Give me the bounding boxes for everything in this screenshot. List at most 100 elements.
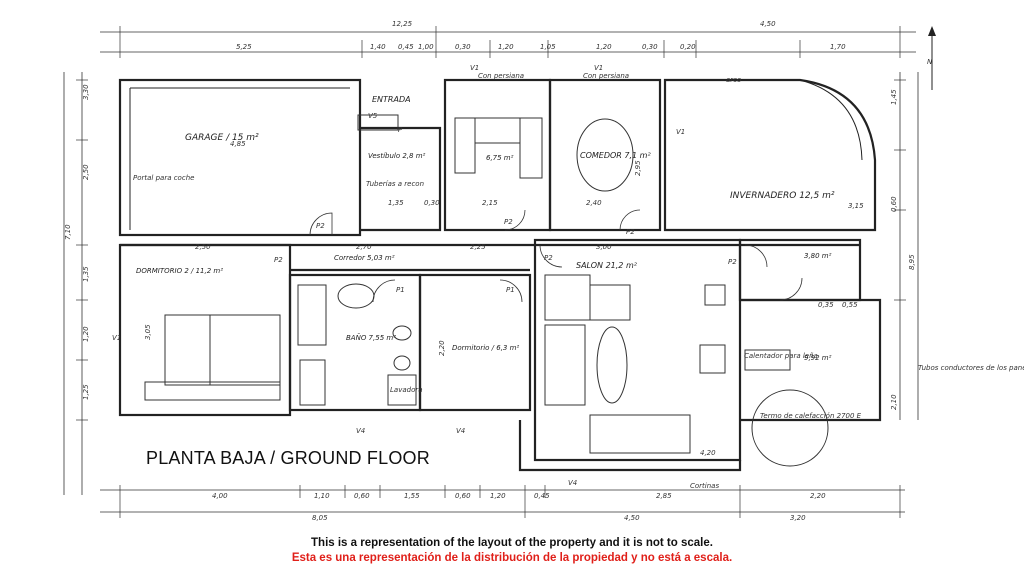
window-markers: V1 V1 V1 V4 V4 V4 V5 V1	[112, 64, 685, 487]
dim-label: 1,55	[404, 492, 420, 500]
dim-label: 1,20	[596, 43, 612, 51]
disclaimer-english: This is a representation of the layout o…	[311, 537, 713, 549]
fixture-labels: Con persiana Con persiana arco Portal pa…	[133, 72, 1024, 490]
dim-label: 4,50	[760, 20, 776, 28]
dim-label: 3,15	[848, 202, 864, 210]
dim-label: 4,00	[212, 492, 228, 500]
dims-bottom: 4,00 1,10 0,60 1,55 0,60 1,20 0,45 2,85 …	[212, 492, 826, 522]
disclaimer-spanish: Esta es una representación de la distrib…	[291, 552, 733, 564]
dim-label: 1,45	[890, 89, 898, 105]
window-label: V5	[368, 112, 378, 120]
dim-label: 0,55	[842, 301, 858, 309]
dim-label: 4,85	[230, 140, 246, 148]
door-label: P2	[728, 258, 737, 266]
dims-inner: 4,85 2,50 2,70 2,25 3,00 2,15 2,40 1,35 …	[144, 140, 864, 457]
dim-label: 3,20	[790, 514, 806, 522]
fixtures	[144, 114, 829, 467]
dim-label: 2,20	[438, 340, 446, 356]
dim-label: 0,45	[534, 492, 550, 500]
dim-label: 0,30	[424, 199, 440, 207]
dim-label: 1,20	[490, 492, 506, 500]
dim-label: 4,20	[700, 449, 716, 457]
dim-label: 1,05	[540, 43, 556, 51]
room-label-garage: GARAGE / 15 m²	[185, 133, 259, 143]
room-label-small-2: 9,92 m²	[804, 354, 832, 362]
dim-label: 1,70	[830, 43, 846, 51]
dim-label: 0,45	[398, 43, 414, 51]
dim-label: 0,60	[890, 196, 898, 212]
north-arrow: N	[927, 26, 936, 90]
room-label-kitchen: 6,75 m²	[486, 154, 514, 162]
dim-label: 1,20	[498, 43, 514, 51]
dims-right: 1,45 0,60 8,95 2,10	[890, 89, 916, 410]
dim-label: 0,20	[680, 43, 696, 51]
dim-label: 0,60	[455, 492, 471, 500]
door-label: P2	[504, 218, 513, 226]
dim-label: 1,35	[82, 266, 90, 282]
room-label-small-1: 3,80 m²	[804, 252, 832, 260]
room-labels: GARAGE / 15 m² ENTRADA Vestíbulo 2,8 m² …	[136, 95, 835, 362]
window-label: V4	[356, 427, 365, 435]
dim-label: 1,20	[82, 326, 90, 342]
dim-label: 3,05	[144, 324, 152, 340]
room-label-invernadero: INVERNADERO 12,5 m²	[730, 191, 835, 201]
window-label: V1	[470, 64, 479, 72]
door-label: P1	[506, 286, 515, 294]
dim-label: 1,35	[388, 199, 404, 207]
dim-label: 0,30	[455, 43, 471, 51]
door-label: P2	[316, 222, 325, 230]
window-label: V1	[676, 128, 685, 136]
label-calentador: Calentador para leña	[744, 352, 818, 360]
north-label: N	[927, 58, 933, 66]
dim-label: 7,10	[64, 224, 72, 240]
room-label-dormitorio-2: DORMITORIO 2 / 11,2 m²	[136, 267, 223, 275]
room-label-dormitorio: Dormitorio / 6,3 m²	[452, 344, 519, 352]
room-label-corredor: Corredor 5,03 m²	[334, 254, 395, 262]
door-label: P1	[396, 286, 405, 294]
door-label: P2	[544, 254, 553, 262]
room-label-bano: BAÑO 7,55 m²	[346, 333, 396, 342]
dim-label: 2,95	[634, 160, 642, 176]
dim-label: 1,25	[82, 384, 90, 400]
label-arco: arco	[726, 76, 741, 84]
dim-label: 12,25	[392, 20, 413, 28]
dim-label: 2,40	[586, 199, 602, 207]
label-tubos: Tubos conductores de los paneles solares	[918, 364, 1024, 372]
window-label: V1	[112, 334, 121, 342]
dim-label: 2,50	[82, 164, 90, 180]
label-con-persiana-1: Con persiana	[478, 72, 524, 80]
door-swings	[309, 209, 803, 303]
dim-label: 0,60	[354, 492, 370, 500]
walls	[118, 78, 882, 472]
dim-label: 8,05	[312, 514, 328, 522]
dim-label: 0,30	[642, 43, 658, 51]
dim-label: 2,85	[656, 492, 672, 500]
dim-label: 1,00	[418, 43, 434, 51]
dim-label: 1,10	[314, 492, 330, 500]
dims-left: 3,30 2,50 7,10 1,35 1,25 1,20	[64, 84, 90, 400]
room-label-comedor: COMEDOR 7,1 m²	[580, 151, 651, 160]
plan-title: PLANTA BAJA / GROUND FLOOR	[146, 448, 430, 468]
dim-label: 2,10	[890, 394, 898, 410]
dim-label: 3,30	[82, 84, 90, 100]
dimension-lines	[63, 26, 919, 518]
dim-label: 2,70	[356, 243, 372, 251]
window-label: V4	[456, 427, 465, 435]
door-label: P2	[626, 228, 635, 236]
dim-label: 1,40	[370, 43, 386, 51]
dim-label: 0,35	[818, 301, 834, 309]
dim-label: 2,50	[195, 243, 211, 251]
dim-label: 4,50	[624, 514, 640, 522]
dim-label: 5,25	[236, 43, 252, 51]
door-label: P	[398, 126, 403, 134]
room-label-entrada: ENTRADA	[372, 95, 411, 104]
label-lavadora: Lavadora	[390, 386, 423, 394]
dim-label: 8,95	[908, 254, 916, 270]
label-con-persiana-2: Con persiana	[583, 72, 629, 80]
label-cortinas: Cortinas	[690, 482, 719, 490]
label-tuberias: Tuberías a recon	[366, 180, 424, 188]
label-termo: Termo de calefacción 2700 E	[760, 412, 862, 420]
dim-label: 3,00	[596, 243, 612, 251]
room-label-vestibulo: Vestíbulo 2,8 m²	[368, 152, 426, 160]
label-portal: Portal para coche	[133, 174, 194, 182]
